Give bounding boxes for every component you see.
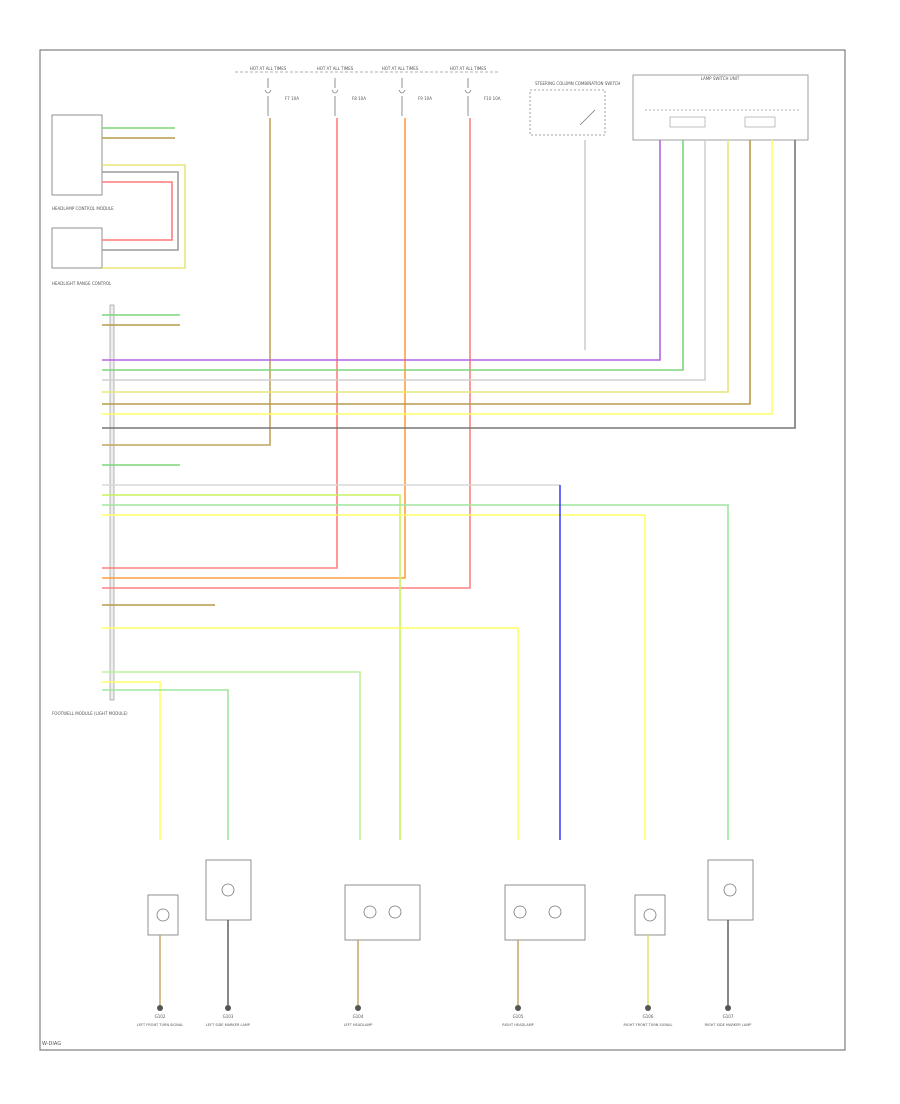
combination-switch: STEERING COLUMN COMBINATION SWITCH	[529, 81, 620, 136]
lamp-label-1: LEFT FRONT TURN SIGNAL	[137, 1023, 183, 1027]
grounds: G102 G103 G104 G105 G106 G107 LEFT FRONT…	[137, 1005, 752, 1027]
ground-wires	[159, 920, 729, 1005]
fuse-label-4: HOT AT ALL TIMES	[450, 66, 487, 71]
fuse-label-2: HOT AT ALL TIMES	[317, 66, 354, 71]
lamp-label-5: RIGHT FRONT TURN SIGNAL	[624, 1023, 673, 1027]
fuse-id-1: F7 10A	[285, 96, 299, 101]
left-module-2-label: HEADLIGHT RANGE CONTROL	[52, 281, 112, 286]
wires	[102, 118, 796, 840]
lamp-label-3: LEFT HEADLAMP	[344, 1023, 373, 1027]
ground-6: G107	[723, 1014, 734, 1019]
fuse-id-3: F9 10A	[418, 96, 432, 101]
fuse-id-4: F10 10A	[484, 96, 501, 101]
headlamp-control-module	[51, 114, 103, 196]
left-modules: HEADLAMP CONTROL MODULE HEADLIGHT RANGE …	[51, 114, 128, 716]
footwell-module-connector	[109, 304, 115, 701]
fuse-label-1: HOT AT ALL TIMES	[250, 66, 287, 71]
fuse-row: HOT AT ALL TIMES HOT AT ALL TIMES HOT AT…	[235, 66, 501, 116]
lamp-label-6: RIGHT SIDE MARKER LAMP	[705, 1023, 752, 1027]
fuse-label-3: HOT AT ALL TIMES	[382, 66, 419, 71]
lamp-label-4: RIGHT HEADLAMP	[502, 1023, 534, 1027]
lamp-switch-label: LAMP SWITCH UNIT	[701, 76, 740, 81]
main-module-label: FOOTWELL MODULE (LIGHT MODULE)	[52, 711, 128, 716]
combo-switch-label: STEERING COLUMN COMBINATION SWITCH	[535, 81, 620, 86]
fuse-id-2: F8 10A	[352, 96, 366, 101]
lamp-symbols	[147, 859, 754, 941]
ground-2: G103	[223, 1014, 234, 1019]
ground-3: G104	[353, 1014, 364, 1019]
lamp-label-2: LEFT SIDE MARKER LAMP	[206, 1023, 250, 1027]
range-control-module	[51, 227, 103, 269]
diagram-border	[39, 49, 846, 1051]
left-module-label: HEADLAMP CONTROL MODULE	[52, 206, 114, 211]
ground-4: G105	[513, 1014, 524, 1019]
ground-1: G102	[155, 1014, 166, 1019]
ground-5: G106	[643, 1014, 654, 1019]
lamp-switch-unit: LAMP SWITCH UNIT	[632, 74, 809, 141]
footer-code: W-DIAG	[42, 1041, 61, 1047]
